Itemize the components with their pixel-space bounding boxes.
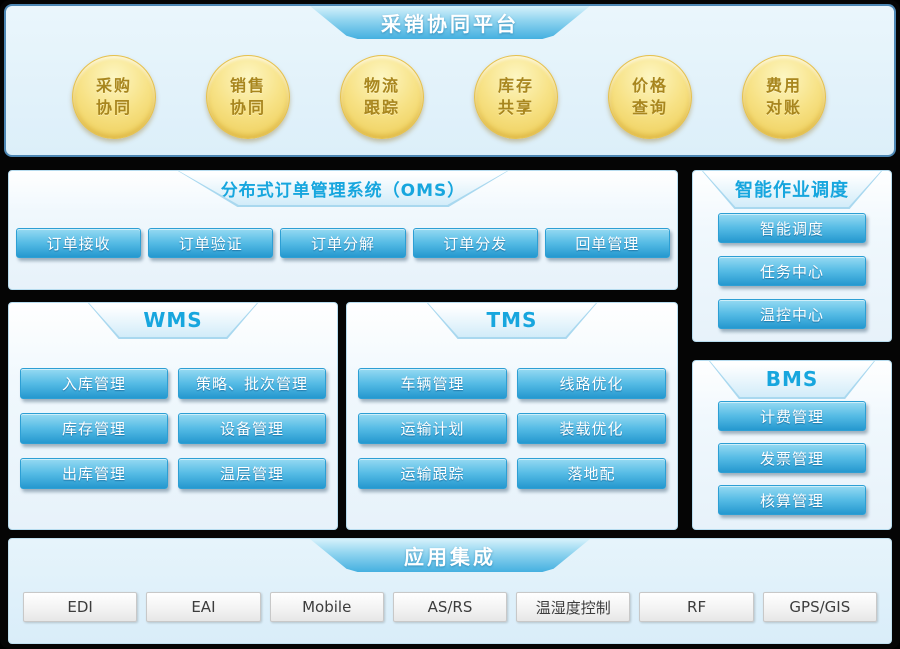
platform-feature-circles: 采购 协同 销售 协同 物流 跟踪 库存 共享 价格 查询 费用 对账 [72,55,826,139]
scheduling-header: 智能作业调度 [702,171,882,209]
circle-price-inquiry[interactable]: 价格 查询 [608,55,692,139]
wms-header: WMS [88,303,258,339]
bms-header: BMS [709,361,875,399]
panel-tms: TMS 车辆管理 线路优化 运输计划 装载优化 运输跟踪 落地配 [346,302,678,530]
oms-title: 分布式订单管理系统（OMS） [179,171,507,205]
scheduling-button-task-center[interactable]: 任务中心 [718,256,866,286]
panel-integration: 应用集成 EDI EAI Mobile AS/RS 温湿度控制 RF GPS/G… [8,538,892,644]
circle-label: 对账 [765,98,802,117]
panel-oms: 分布式订单管理系统（OMS） 订单接收 订单验证 订单分解 订单分发 回单管理 [8,170,678,290]
tms-button-route-optimization[interactable]: 线路优化 [517,368,666,399]
tms-title: TMS [428,303,596,337]
panel-wms: WMS 入库管理 策略、批次管理 库存管理 设备管理 出库管理 温层管理 [8,302,338,530]
integration-button-asrs[interactable]: AS/RS [392,592,508,622]
circle-label: 价格 [631,76,668,96]
scheduling-button-smart-dispatch[interactable]: 智能调度 [718,213,866,243]
circle-label: 库存 [497,76,534,96]
integration-banner-label: 应用集成 [404,545,496,569]
circle-label: 协同 [229,98,266,117]
bms-button-accounting[interactable]: 核算管理 [718,485,866,515]
bms-button-invoice[interactable]: 发票管理 [718,443,866,473]
oms-button-order-verify[interactable]: 订单验证 [148,228,274,258]
wms-button-equipment[interactable]: 设备管理 [178,413,326,444]
tms-button-load-optimization[interactable]: 装载优化 [517,413,666,444]
circle-purchase-collaboration[interactable]: 采购 协同 [72,55,156,139]
wms-button-temperature-zone[interactable]: 温层管理 [178,458,326,489]
integration-banner: 应用集成 [310,539,590,572]
circle-label: 物流 [363,76,400,96]
oms-button-order-split[interactable]: 订单分解 [280,228,406,258]
scheduling-button-temperature-center[interactable]: 温控中心 [718,299,866,329]
panel-bms: BMS 计费管理 发票管理 核算管理 [692,360,892,530]
integration-button-eai[interactable]: EAI [146,592,261,622]
circle-label: 跟踪 [363,98,400,117]
circle-label: 查询 [631,98,668,117]
circle-label: 协同 [95,98,132,117]
circle-expense-reconciliation[interactable]: 费用 对账 [742,55,826,139]
tms-button-last-mile[interactable]: 落地配 [517,458,666,489]
integration-button-row: EDI EAI Mobile AS/RS 温湿度控制 RF GPS/GIS [23,592,877,622]
circle-inventory-sharing[interactable]: 库存 共享 [474,55,558,139]
integration-button-temp-humidity-control[interactable]: 温湿度控制 [516,592,631,622]
circle-label: 销售 [229,76,266,96]
wms-button-inbound[interactable]: 入库管理 [20,368,168,399]
tms-button-transport-tracking[interactable]: 运输跟踪 [358,458,507,489]
circle-sales-collaboration[interactable]: 销售 协同 [206,55,290,139]
oms-button-order-receive[interactable]: 订单接收 [16,228,142,258]
wms-title: WMS [89,303,257,337]
integration-button-rf[interactable]: RF [639,592,754,622]
oms-header: 分布式订单管理系统（OMS） [178,171,508,207]
integration-button-mobile[interactable]: Mobile [269,592,384,622]
platform-banner: 采销协同平台 [310,6,590,39]
bms-button-billing[interactable]: 计费管理 [718,401,866,431]
scheduling-button-stack: 智能调度 任务中心 温控中心 [718,213,866,329]
wms-button-outbound[interactable]: 出库管理 [20,458,168,489]
integration-button-gps-gis[interactable]: GPS/GIS [762,592,877,622]
scheduling-title: 智能作业调度 [703,171,881,207]
circle-label: 采购 [95,76,132,96]
circle-label: 共享 [497,98,534,117]
panel-scheduling: 智能作业调度 智能调度 任务中心 温控中心 [692,170,892,342]
oms-button-return-order[interactable]: 回单管理 [544,228,671,258]
tms-button-transport-plan[interactable]: 运输计划 [358,413,507,444]
circle-label: 费用 [765,76,802,96]
oms-button-order-dispatch[interactable]: 订单分发 [412,228,538,258]
oms-button-row: 订单接收 订单验证 订单分解 订单分发 回单管理 [16,228,671,258]
tms-header: TMS [427,303,597,339]
wms-button-grid: 入库管理 策略、批次管理 库存管理 设备管理 出库管理 温层管理 [20,368,326,489]
bms-title: BMS [710,361,874,397]
bms-button-stack: 计费管理 发票管理 核算管理 [718,401,866,515]
platform-banner-label: 采销协同平台 [381,12,519,36]
integration-button-edi[interactable]: EDI [23,592,138,622]
wms-button-strategy-batch[interactable]: 策略、批次管理 [178,368,326,399]
panel-platform: 采销协同平台 采购 协同 销售 协同 物流 跟踪 库存 共享 价格 查询 [4,4,896,157]
circle-logistics-tracking[interactable]: 物流 跟踪 [340,55,424,139]
wms-button-inventory[interactable]: 库存管理 [20,413,168,444]
tms-button-grid: 车辆管理 线路优化 运输计划 装载优化 运输跟踪 落地配 [358,368,666,489]
tms-button-vehicle[interactable]: 车辆管理 [358,368,507,399]
